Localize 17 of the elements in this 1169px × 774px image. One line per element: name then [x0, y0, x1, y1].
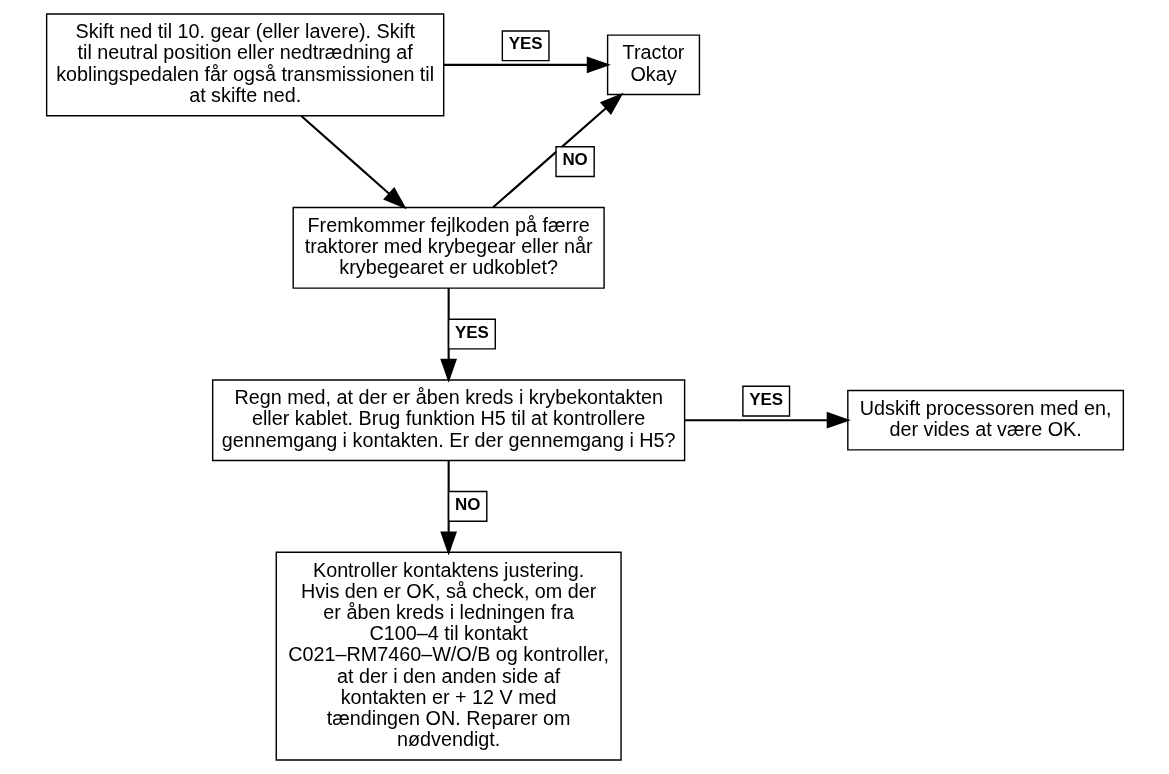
arrow [439, 288, 457, 383]
edge-label: YES [748, 389, 783, 409]
node-box: Kontroller kontaktens justering. Hvis den er OK, så check, om der er åben kreds i ledningen fra C100–4 til kontakt C021–RM7460–W/O/B og kontroller, at der i den anden side af kontakten er + 12 V med tændingen ON. Reparer om nødvendigt. [275, 551, 622, 761]
edge-label: NO [454, 495, 480, 515]
node-box: Tractor Okay [606, 34, 700, 96]
node-box: Fremkommer fejlkoden på færre traktorer med krybegear eller når krybegearet er udkoblet? [292, 206, 605, 289]
node-box: Regn med, at der er åben kreds i krybekontakten eller kablet. Brug funktion H5 til at kontrollere gennemgang i kontakten. Er der gennemgang i H5? [211, 379, 685, 462]
edge-label: YES [508, 34, 543, 54]
arrow [443, 56, 611, 74]
arrow [491, 92, 623, 209]
arrow [439, 460, 457, 556]
edge-label: NO [561, 150, 588, 170]
arrow [300, 115, 407, 210]
arrow [684, 411, 851, 429]
node-box: Udskift processoren med en, der vides at være OK. [846, 389, 1124, 451]
edge-label: YES [454, 322, 489, 342]
node-box: Skift ned til 10. gear (eller lavere). Skift til neutral position eller nedtrædning af koblingspedalen får også transmissionen til at skifte ned. [45, 13, 444, 117]
